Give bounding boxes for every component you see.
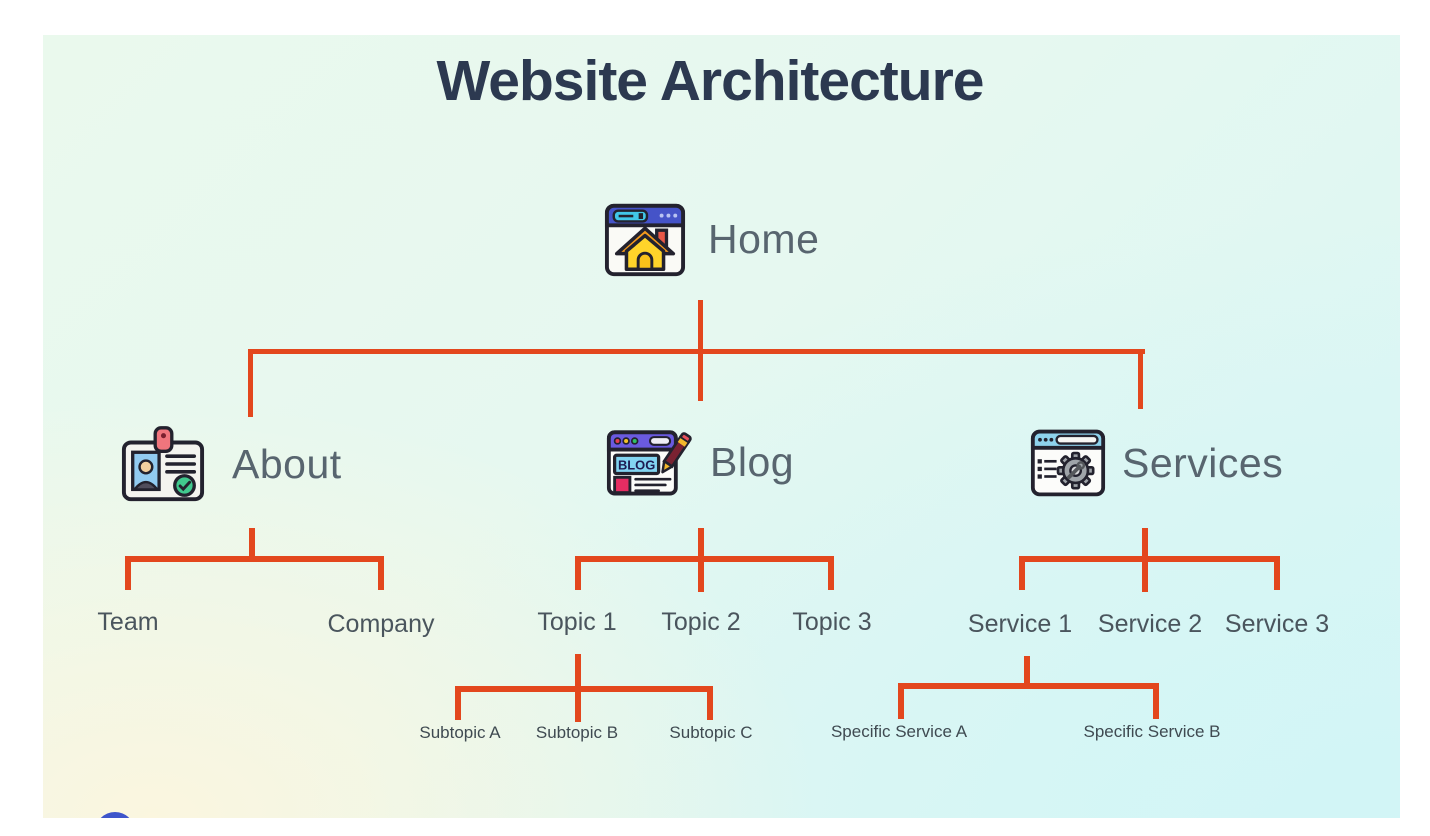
- connector-topic1-stub: [575, 556, 581, 590]
- connector-services-drop: [1138, 349, 1143, 409]
- node-subtopic-b: Subtopic B: [535, 723, 619, 742]
- node-blog-label: Blog: [710, 438, 795, 485]
- pencil-glyph: [661, 432, 692, 474]
- node-service-1: Service 1: [967, 610, 1073, 638]
- connector-team-stub: [125, 556, 131, 590]
- connector-blog-stem: [698, 528, 704, 560]
- connector-blog-rail: [575, 556, 834, 562]
- decorative-blue-circle: [95, 812, 135, 818]
- connector-company-stub: [378, 556, 384, 590]
- connector-service1-rail: [898, 683, 1159, 689]
- node-services: Services: [1030, 428, 1283, 498]
- connector-service1-stem: [1024, 656, 1030, 689]
- connector-service2-stub: [1142, 556, 1148, 592]
- node-topic-3: Topic 3: [792, 608, 872, 636]
- connector-topic3-stub: [828, 556, 834, 590]
- connector-topic1-stem: [575, 654, 581, 692]
- connector-about-drop: [248, 349, 253, 417]
- connector-about-rail: [125, 556, 384, 562]
- node-topic-1: Topic 1: [537, 608, 617, 636]
- connector-subtopicC-stub: [707, 686, 713, 720]
- node-specific-service-b: Specific Service B: [1083, 722, 1221, 741]
- connector-service3-stub: [1274, 556, 1280, 590]
- node-service-3: Service 3: [1224, 610, 1330, 638]
- node-services-label: Services: [1122, 439, 1284, 486]
- connector-specific-serviceA-stub: [898, 683, 904, 719]
- node-about: About: [120, 424, 342, 504]
- connector-main-rail: [250, 349, 1145, 354]
- connector-service1-stub: [1019, 556, 1025, 590]
- node-topic-2: Topic 2: [661, 608, 741, 636]
- node-subtopic-c: Subtopic C: [669, 723, 753, 742]
- blog-icon-text: BLOG: [618, 458, 655, 473]
- blog-page-icon: BLOG: [606, 420, 694, 504]
- node-blog: BLOG Blog: [606, 420, 794, 504]
- node-home: Home: [604, 198, 819, 280]
- connector-home-stem: [698, 300, 703, 354]
- connector-specific-serviceB-stub: [1153, 683, 1159, 719]
- connector-services-rail: [1019, 556, 1280, 562]
- connector-blog-drop: [698, 349, 703, 401]
- id-badge-icon: [120, 424, 206, 504]
- connector-subtopicB-stub: [575, 686, 581, 722]
- node-specific-service-a: Specific Service A: [830, 722, 968, 741]
- node-service-2: Service 2: [1097, 610, 1203, 638]
- page-title: Website Architecture: [436, 49, 985, 113]
- connector-services-stem: [1142, 528, 1148, 560]
- node-about-label: About: [232, 440, 342, 487]
- connector-about-stem: [249, 528, 255, 560]
- connector-subtopicA-stub: [455, 686, 461, 720]
- node-subtopic-a: Subtopic A: [419, 723, 501, 742]
- home-browser-icon: [604, 198, 686, 280]
- diagram-background: [43, 35, 1400, 818]
- node-company: Company: [327, 610, 435, 638]
- connector-topic1-rail: [455, 686, 713, 692]
- node-home-label: Home: [708, 215, 820, 262]
- node-team: Team: [97, 608, 159, 636]
- connector-topic2-stub: [698, 556, 704, 592]
- services-gear-icon: [1030, 428, 1106, 498]
